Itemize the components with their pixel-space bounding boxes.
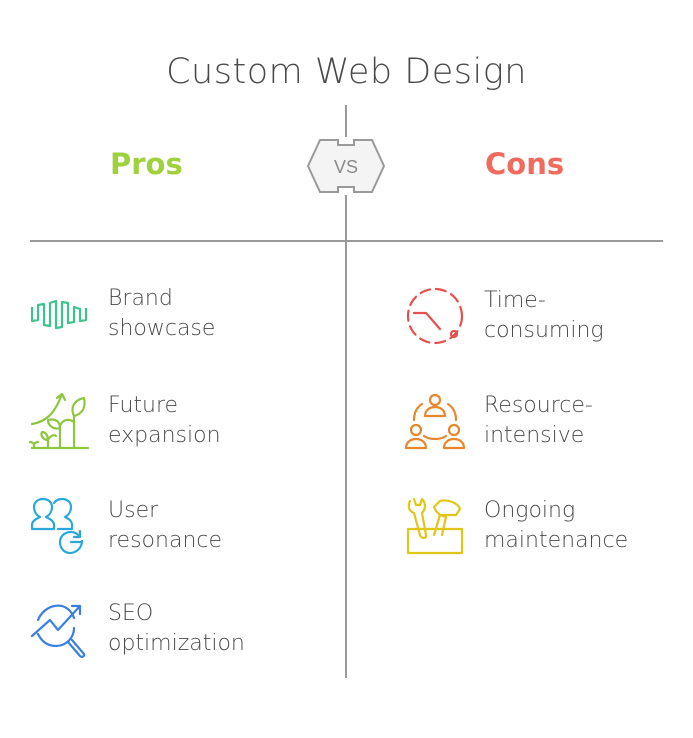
users-refresh-icon (30, 497, 84, 555)
pros-item-brand-showcase: Brand showcase (28, 283, 215, 345)
item-label-line2: intensive (484, 423, 585, 448)
item-label-line2: maintenance (484, 528, 629, 553)
item-label-line2: resonance (108, 528, 223, 553)
item-label-line2: optimization (108, 631, 245, 656)
item-label-line1: Brand (108, 286, 173, 311)
item-label-line1: SEO (108, 601, 154, 626)
divider-vertical (345, 195, 347, 678)
cons-item-ongoing-maintenance: Ongoing maintenance (404, 495, 628, 557)
item-label-line1: Resource- (484, 393, 593, 418)
item-label-line1: User (108, 498, 159, 523)
page-title: Custom Web Design (166, 52, 527, 92)
pros-item-future-expansion: Future expansion (28, 390, 221, 452)
vs-label: VS (334, 157, 358, 177)
cons-item-time-consuming: Time- consuming (404, 285, 604, 347)
item-label-line2: expansion (108, 423, 221, 448)
search-trend-icon (30, 604, 86, 658)
item-label-line2: showcase (108, 316, 216, 341)
divider-vertical-top (345, 105, 347, 137)
divider-horizontal (30, 240, 663, 242)
item-label-line1: Time- (484, 288, 546, 313)
pros-heading: Pros (110, 147, 183, 181)
vs-badge: VS (306, 139, 386, 193)
cons-heading: Cons (485, 147, 565, 181)
item-label-line1: Ongoing (484, 498, 576, 523)
pros-item-seo-optimization: SEO optimization (28, 598, 245, 660)
toolbox-icon (406, 497, 464, 555)
item-label-line1: Future (108, 393, 179, 418)
pros-item-user-resonance: User resonance (28, 495, 222, 557)
item-label-line2: consuming (484, 318, 604, 343)
cons-item-resource-intensive: Resource- intensive (404, 390, 593, 452)
growing-plants-icon (28, 392, 90, 450)
clock-dashed-icon (406, 287, 464, 345)
team-network-icon (404, 393, 466, 450)
bar-wave-icon (30, 299, 88, 330)
